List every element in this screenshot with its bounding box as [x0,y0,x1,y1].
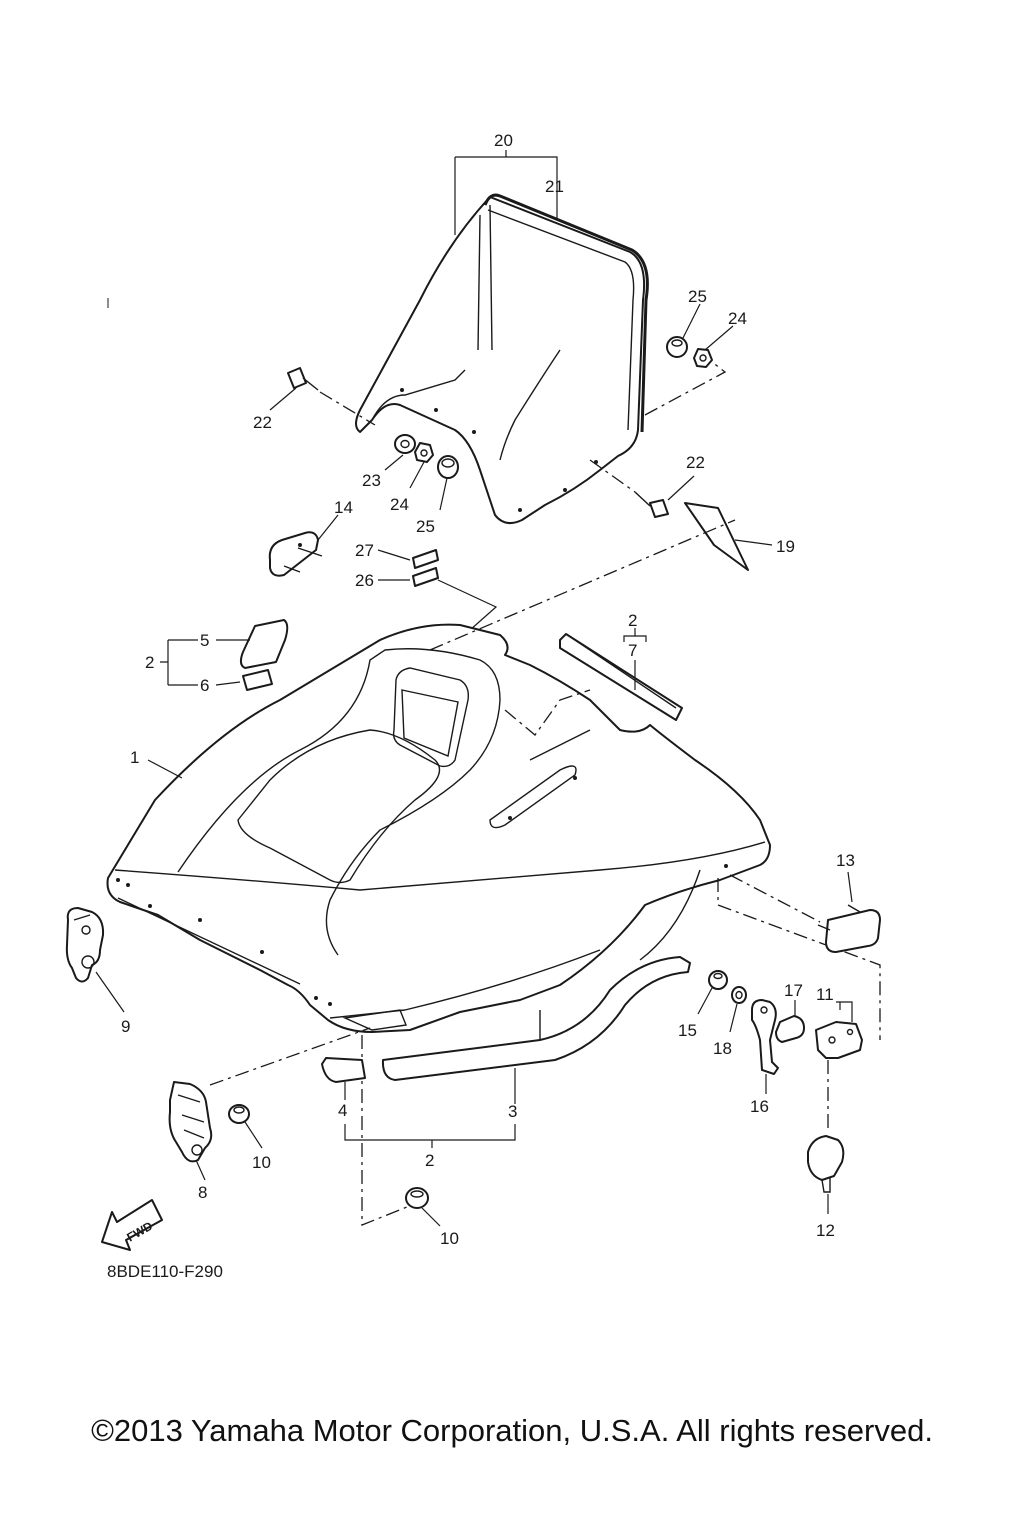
callout-17: 17 [784,981,803,1000]
seal-strip-3[interactable] [381,956,691,1081]
callout-10-left: 10 [252,1153,271,1172]
washer-18[interactable] [731,986,747,1004]
callout-7: 7 [628,641,637,660]
decal-19[interactable] [684,502,749,571]
washer-23[interactable] [394,434,416,454]
copyright-notice: ©2013 Yamaha Motor Corporation, U.S.A. A… [91,1413,933,1448]
callout-25-left: 25 [416,517,435,536]
latch-knob-12[interactable] [807,1135,845,1193]
pad-4[interactable] [321,1057,366,1083]
callout-5: 5 [200,631,209,650]
callout-8: 8 [198,1183,207,1202]
callout-27: 27 [355,541,374,560]
callout-23: 23 [362,471,381,490]
hinge-9[interactable] [65,907,105,983]
callout-15: 15 [678,1021,697,1040]
callout-2-left: 2 [145,653,154,672]
callout-2-bottom: 2 [425,1151,434,1170]
callout-25-right: 25 [688,287,707,306]
hood-1[interactable] [106,623,771,1033]
callout-20: 20 [494,131,513,150]
callout-13: 13 [836,851,855,870]
grommet-10-left[interactable] [228,1104,250,1124]
callout-10-bottom: 10 [440,1229,459,1248]
callout-4: 4 [338,1101,347,1120]
callout-3: 3 [508,1102,517,1121]
bolt-22-left[interactable] [287,367,319,391]
fwd-arrow-icon: FWD [101,1199,163,1251]
callout-16: 16 [750,1097,769,1116]
pad-26[interactable] [412,567,439,587]
nut-25-left[interactable] [437,455,459,479]
nut-24-left[interactable] [414,442,434,463]
callout-2-top: 2 [628,611,637,630]
bracket-14[interactable] [268,531,323,577]
windshield-seal[interactable] [483,193,649,433]
collar-15[interactable] [708,970,728,990]
nut-24-right[interactable] [693,348,713,368]
callout-22-right: 22 [686,453,705,472]
strip-7[interactable] [559,633,683,721]
callout-1: 1 [130,748,139,767]
callout-22-left: 22 [253,413,272,432]
grommet-10-bottom[interactable] [405,1187,429,1209]
callout-24-left: 24 [390,495,409,514]
callout-11: 11 [816,985,834,1004]
lever-16[interactable] [751,999,779,1075]
callout-9: 9 [121,1017,130,1036]
pad-5[interactable] [239,619,289,669]
callout-21: 21 [545,177,564,196]
callout-12: 12 [816,1221,835,1240]
pin-17[interactable] [775,1015,805,1043]
hinge-8[interactable] [168,1081,213,1163]
bumper-13[interactable] [817,904,881,953]
callout-14: 14 [334,498,353,517]
callout-26: 26 [355,571,374,590]
callout-6: 6 [200,676,209,695]
bolt-22-right[interactable] [634,491,669,518]
windshield[interactable] [355,196,646,525]
callout-19: 19 [776,537,795,556]
bracket-11[interactable] [815,1021,863,1059]
pad-27[interactable] [412,549,439,569]
nut-25-right[interactable] [666,336,688,358]
callout-18: 18 [713,1039,732,1058]
drawing-code: 8BDE110-F290 [107,1262,223,1281]
callout-24-right: 24 [728,309,747,328]
pad-6[interactable] [242,669,273,691]
